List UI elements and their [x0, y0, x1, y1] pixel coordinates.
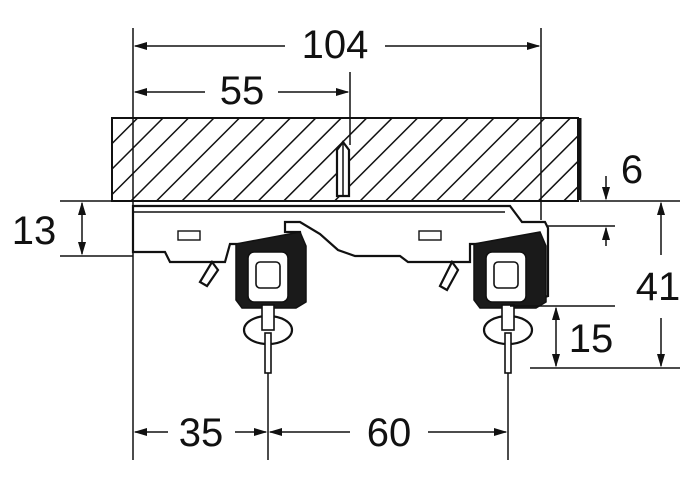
dim-ceiling-gap: 6 [621, 148, 643, 192]
mounting-screw [335, 140, 351, 198]
dim-runner-height: 15 [569, 317, 614, 361]
dimension-lines [77, 41, 666, 437]
runner-left [235, 231, 307, 374]
dim-total-height: 41 [636, 265, 681, 309]
extension-lines [60, 28, 680, 460]
dim-rail-height: 13 [12, 209, 57, 253]
dim-half-width: 55 [220, 69, 265, 113]
dim-total-width: 104 [302, 23, 369, 67]
dim-runner-spacing: 60 [367, 411, 412, 455]
dim-offset-left: 35 [179, 411, 224, 455]
runner-right [473, 231, 547, 374]
